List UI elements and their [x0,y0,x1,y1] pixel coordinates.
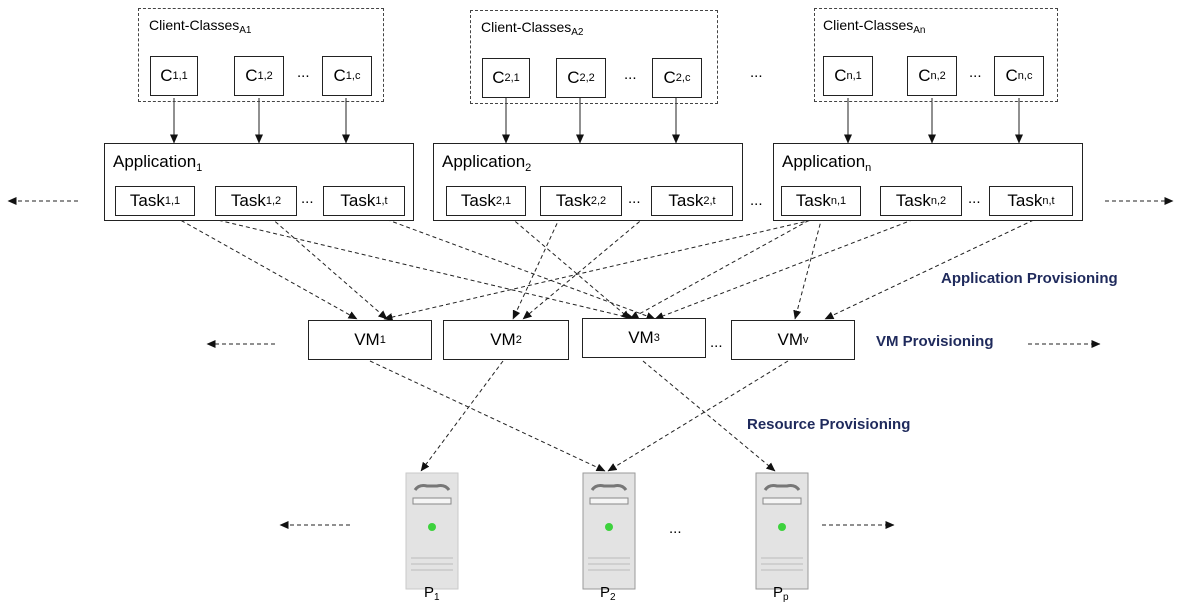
application-title: Application2 [442,152,532,174]
client-group-title: Client-ClassesA2 [481,19,584,38]
client-group-title: Client-ClassesAn [823,17,926,36]
resource-provisioning-label: Resource Provisioning [747,416,911,433]
server-icon [405,472,459,590]
vm-to-server-link [642,360,776,472]
ellipsis: ... [624,66,637,83]
task-to-vm-link [824,216,1041,320]
ellipsis: ... [297,64,310,81]
client-group-title: Client-ClassesA1 [149,17,252,36]
task-to-vm-link [269,216,388,320]
application-title: Applicationn [782,152,872,174]
client-group-n: Client-ClassesAn [814,8,1058,102]
task-to-vm-link [793,216,823,320]
task-to-vm-link [509,216,631,320]
server-icon [755,472,809,590]
ellipsis: ... [968,190,981,207]
server-label: P1 [424,584,440,603]
application-provisioning-label: Application Provisioning [941,270,1118,287]
ellipsis: ... [301,190,314,207]
server-label: P2 [600,584,616,603]
client-group-2: Client-ClassesA2 [470,10,718,104]
ellipsis: ... [669,520,682,537]
server-label: Pp [773,584,789,603]
server-icon [582,472,636,590]
client-group-1: Client-ClassesA1 [138,8,384,102]
task-to-vm-link [204,216,636,321]
task-to-vm-link [379,216,656,320]
vm-to-server-link [607,360,789,472]
ellipsis: ... [628,190,641,207]
vm-to-server-link [369,360,606,472]
application-title: Application1 [113,152,203,174]
task-to-vm-link [512,216,561,320]
task-to-vm-link [383,216,826,321]
task-to-vm-link [654,216,921,320]
vm-to-server-link [420,360,504,472]
task-to-vm-link [629,216,816,320]
ellipsis: ... [969,64,982,81]
ellipsis: ... [750,192,763,209]
task-to-vm-link [174,216,358,320]
vm-provisioning-label: VM Provisioning [876,333,994,350]
ellipsis: ... [710,334,723,351]
task-to-vm-link [522,216,646,320]
ellipsis: ... [750,64,763,81]
